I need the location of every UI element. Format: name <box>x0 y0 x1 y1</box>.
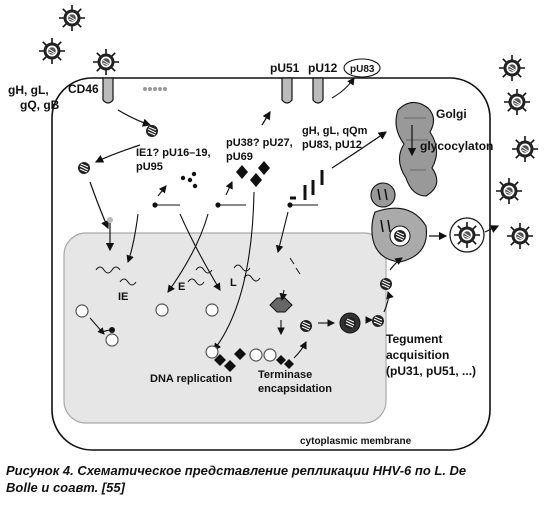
label-pu83: pU83 <box>350 64 375 75</box>
label-entry-glycoproteins-2: gQ, gB <box>20 98 60 112</box>
virion-icon <box>506 222 534 250</box>
pu83-bubble <box>343 58 381 78</box>
label-dna-replication: DNA replication <box>150 373 232 385</box>
label-e: E <box>178 281 185 293</box>
label-tegument-1: Tegument <box>386 332 442 346</box>
virion-icon <box>92 48 120 76</box>
label-glycosylation: glycocylaton <box>420 139 493 153</box>
label-membrane: cytoplasmic membrane <box>300 436 412 447</box>
virion-icon <box>503 88 531 116</box>
label-tegument-3: (pU31, pU51, ...) <box>386 364 476 378</box>
label-pu51: pU51 <box>270 61 300 75</box>
label-early-proteins-1: pU38? pU27, <box>226 137 293 149</box>
label-ie: IE <box>118 291 128 303</box>
label-ie-proteins-1: IE1? pU16–19, <box>136 147 211 159</box>
virion-icon <box>58 4 86 32</box>
label-pu12: pU12 <box>308 61 338 75</box>
virion-icon <box>498 54 526 82</box>
virion-icon <box>511 135 539 163</box>
pu12-protein <box>312 77 324 104</box>
label-l: L <box>230 277 237 289</box>
golgi <box>395 101 438 197</box>
label-early-proteins-2: pU69 <box>226 151 253 163</box>
pu51-protein <box>281 77 293 104</box>
figure-caption: Рисунок 4. Схематическое представление р… <box>6 462 546 496</box>
caption-line-1: Рисунок 4. Схематическое представление р… <box>6 463 467 478</box>
label-ie-proteins-2: pU95 <box>136 161 163 173</box>
caption-line-2: Bolle и соавт. [55] <box>6 480 125 495</box>
virion-icon <box>495 177 523 205</box>
nucleus <box>63 232 387 424</box>
label-terminase-2: encapsidation <box>258 383 332 395</box>
label-tegument-2: acquisition <box>386 348 449 362</box>
label-late-proteins-1: gH, gL, qQm <box>302 125 368 137</box>
capsid-icon <box>145 124 159 138</box>
cd46-receptor <box>102 77 114 104</box>
virion-icon <box>38 37 66 65</box>
label-late-proteins-2: pU83, pU12 <box>302 139 362 151</box>
label-terminase-1: Terminase <box>258 369 312 381</box>
capsid-icon <box>77 161 91 175</box>
label-golgi: Golgi <box>436 107 467 121</box>
replication-diagram: gH, gL, gQ, gB CD46 pU51 pU12 pU83 Golgi… <box>8 4 539 451</box>
label-cd46: CD46 <box>68 82 99 96</box>
label-entry-glycoproteins-1: gH, gL, <box>8 83 49 97</box>
